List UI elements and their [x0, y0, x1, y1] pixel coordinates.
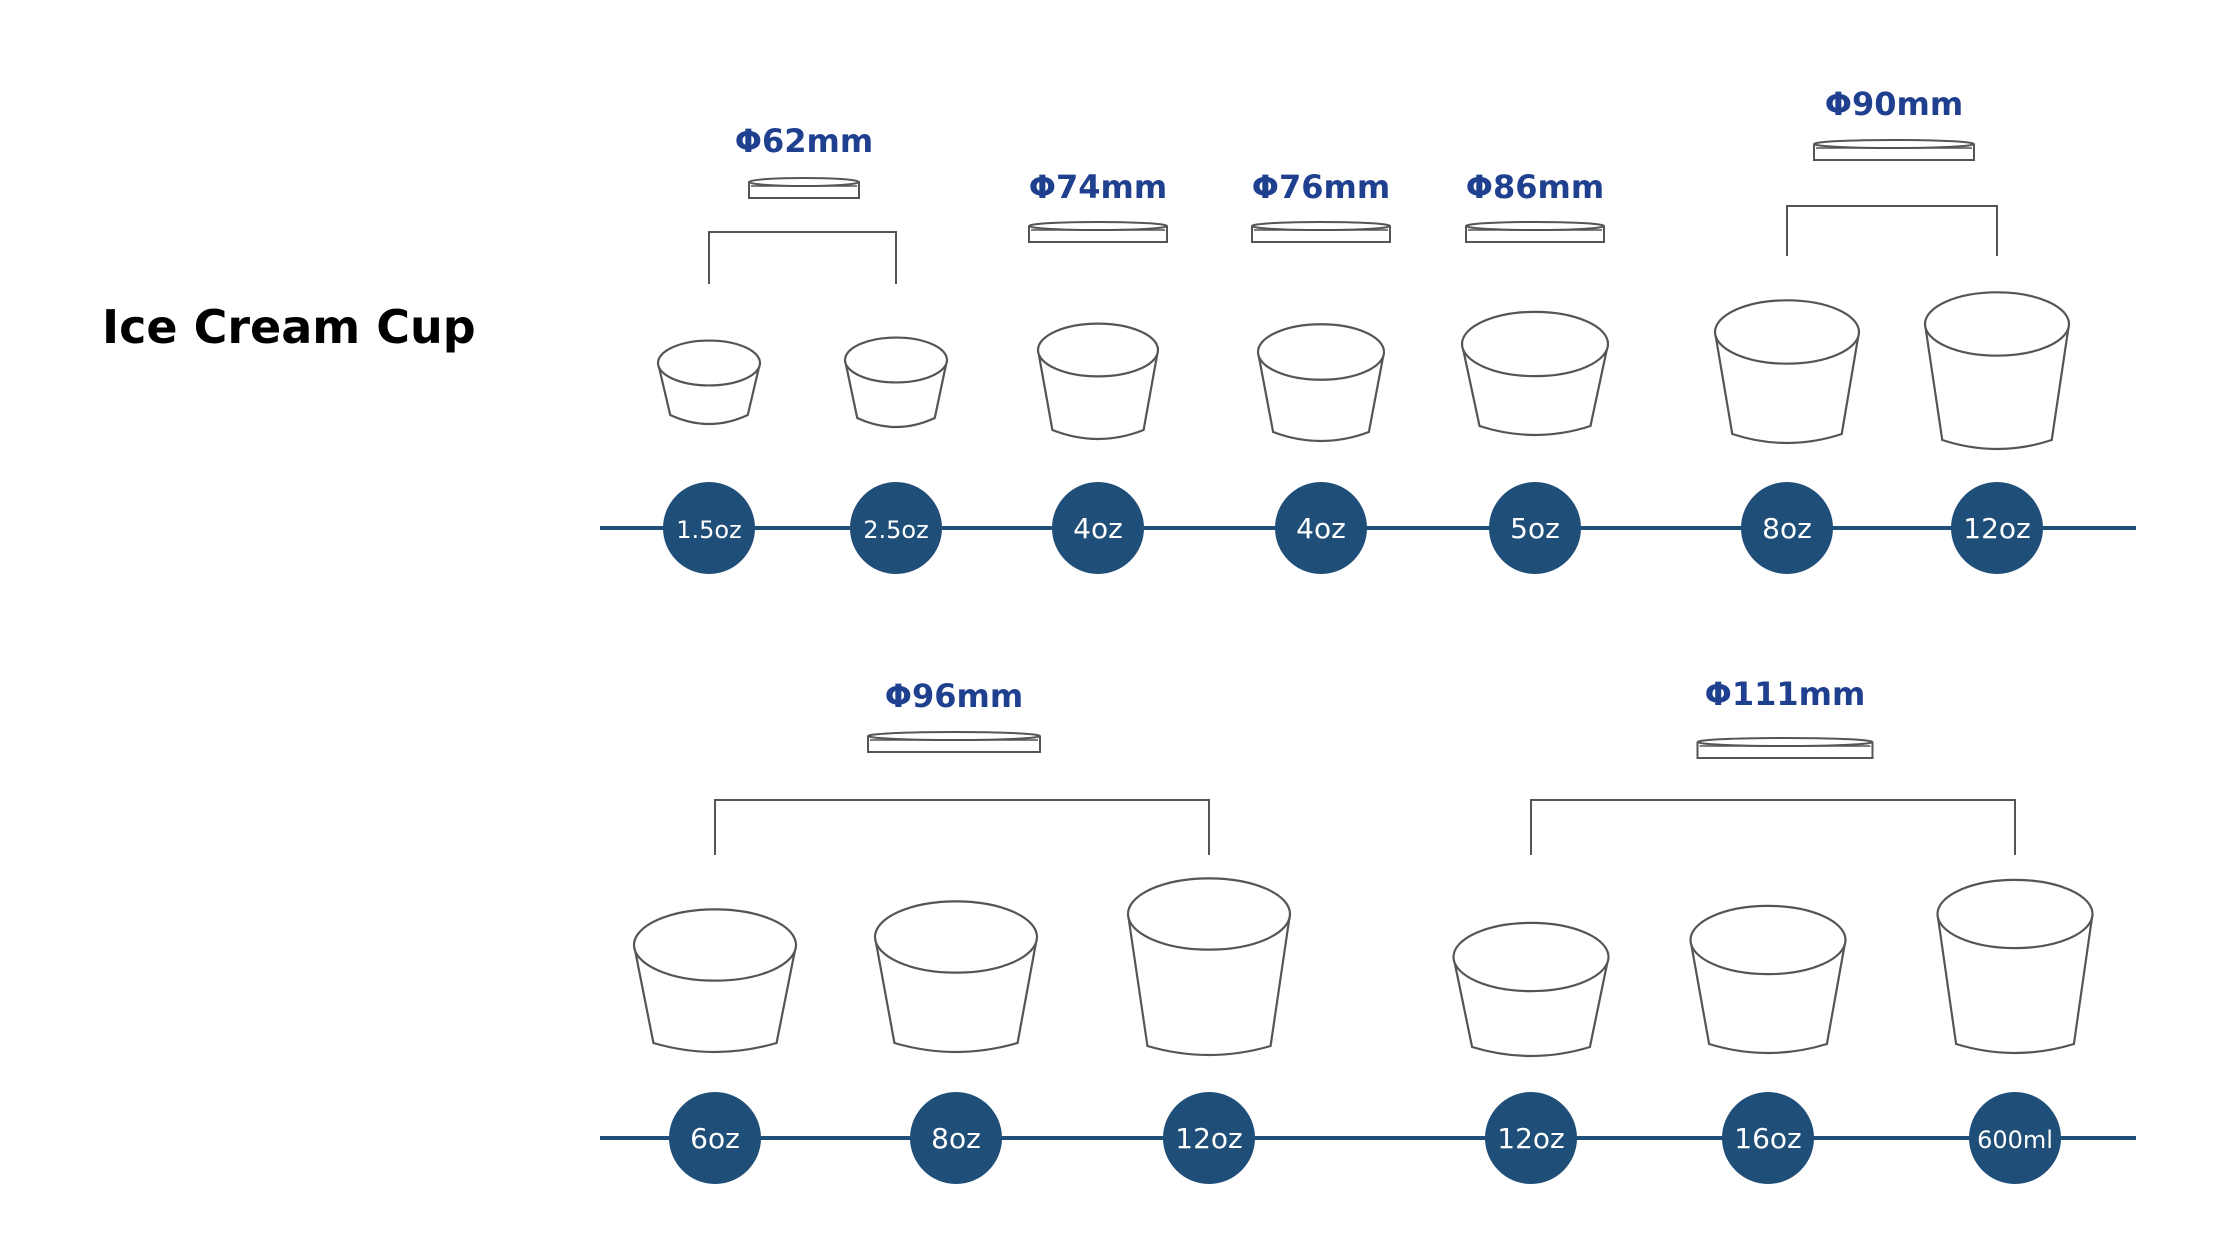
group-bracket: [708, 231, 897, 284]
size-label: 12oz: [1963, 512, 2030, 545]
lid-icon: [748, 177, 860, 199]
cup-body: [1923, 323, 2071, 451]
cup-rim: [1256, 323, 1386, 381]
size-label: 8oz: [931, 1122, 981, 1155]
cup-icon: [1036, 322, 1160, 441]
diameter-label: Φ62mm: [735, 122, 873, 160]
size-label: 5oz: [1510, 512, 1560, 545]
cup-rim: [1452, 921, 1610, 993]
size-bubble: [1052, 482, 1144, 574]
lid-icon: [1813, 139, 1975, 161]
cup-rim: [1460, 310, 1610, 378]
cup-rim: [873, 900, 1039, 974]
lid-top: [867, 731, 1041, 741]
size-bubble: [1485, 1092, 1577, 1184]
size-bubble: [910, 1092, 1002, 1184]
diameter-label: Φ76mm: [1252, 168, 1390, 206]
cup-icon: [1460, 310, 1610, 437]
cup-icon: [1936, 878, 2094, 1055]
size-label: 16oz: [1734, 1122, 1801, 1155]
group-1-2: Φ74mm 4oz: [1028, 168, 1168, 574]
lid-top: [1251, 221, 1391, 231]
diameter-label: Φ111mm: [1705, 675, 1866, 713]
cup-rim: [1126, 877, 1292, 951]
size-label: 12oz: [1497, 1122, 1564, 1155]
group-bracket: [1530, 799, 2016, 855]
size-label: 4oz: [1296, 512, 1346, 545]
cup-rim: [1689, 904, 1847, 976]
cup-rim: [1713, 299, 1861, 365]
diameter-label: Φ74mm: [1029, 168, 1167, 206]
size-bubble: [1275, 482, 1367, 574]
lid-icon: [867, 731, 1041, 753]
group-1-4: Φ86mm 5oz: [1460, 168, 1610, 574]
size-bubble: [850, 482, 942, 574]
cup-icon: [1923, 291, 2071, 451]
cup-icon: [632, 908, 798, 1054]
cup-body: [1936, 913, 2094, 1055]
lid-icon: [1465, 221, 1605, 243]
cup-body: [1126, 913, 1292, 1057]
size-bubble: [663, 482, 755, 574]
size-label: 600ml: [1977, 1126, 2053, 1154]
diameter-label: Φ90mm: [1825, 85, 1963, 123]
size-bubble: [1163, 1092, 1255, 1184]
size-label: 8oz: [1762, 512, 1812, 545]
page-title: Ice Cream Cup: [102, 300, 476, 354]
group-1-1: Φ62mm 1.5oz 2.5oz: [656, 122, 949, 574]
lid-top: [1465, 221, 1605, 231]
group-2-1: Φ96mm 6oz 8oz 12oz: [632, 677, 1292, 1184]
group-bracket: [1786, 205, 1998, 256]
cup-rim: [656, 339, 762, 387]
size-bubble: [1722, 1092, 1814, 1184]
cup-rim: [843, 336, 949, 384]
size-label: 12oz: [1175, 1122, 1242, 1155]
cup-icon: [843, 336, 949, 429]
size-label: 2.5oz: [863, 516, 928, 544]
group-2-2: Φ111mm 12oz 16oz 600ml: [1452, 675, 2094, 1184]
lid-top: [1696, 737, 1874, 747]
cup-icon: [1689, 904, 1847, 1055]
cup-rim: [1036, 322, 1160, 378]
cup-rim: [1923, 291, 2071, 357]
size-bubble: [669, 1092, 761, 1184]
cup-icon: [1126, 877, 1292, 1057]
group-1-5: Φ90mm 8oz 12oz: [1713, 85, 2071, 574]
size-bubble: [1969, 1092, 2061, 1184]
lid-icon: [1028, 221, 1168, 243]
group-bracket: [714, 799, 1210, 855]
size-bubble: [1489, 482, 1581, 574]
lid-icon: [1696, 737, 1874, 759]
diameter-label: Φ96mm: [885, 677, 1023, 715]
cup-rim: [1936, 878, 2094, 950]
size-label: 1.5oz: [676, 516, 741, 544]
size-label: 4oz: [1073, 512, 1123, 545]
lid-top: [1028, 221, 1168, 231]
group-1-3: Φ76mm 4oz: [1251, 168, 1391, 574]
cup-icon: [1713, 299, 1861, 445]
size-bubble: [1741, 482, 1833, 574]
diameter-label: Φ86mm: [1466, 168, 1604, 206]
size-bubble: [1951, 482, 2043, 574]
cup-rim: [632, 908, 798, 982]
lid-top: [1813, 139, 1975, 149]
cup-icon: [1256, 323, 1386, 443]
size-label: 6oz: [690, 1122, 740, 1155]
cup-icon: [873, 900, 1039, 1054]
lid-icon: [1251, 221, 1391, 243]
cup-icon: [1452, 921, 1610, 1058]
cup-icon: [656, 339, 762, 426]
lid-top: [748, 177, 860, 187]
